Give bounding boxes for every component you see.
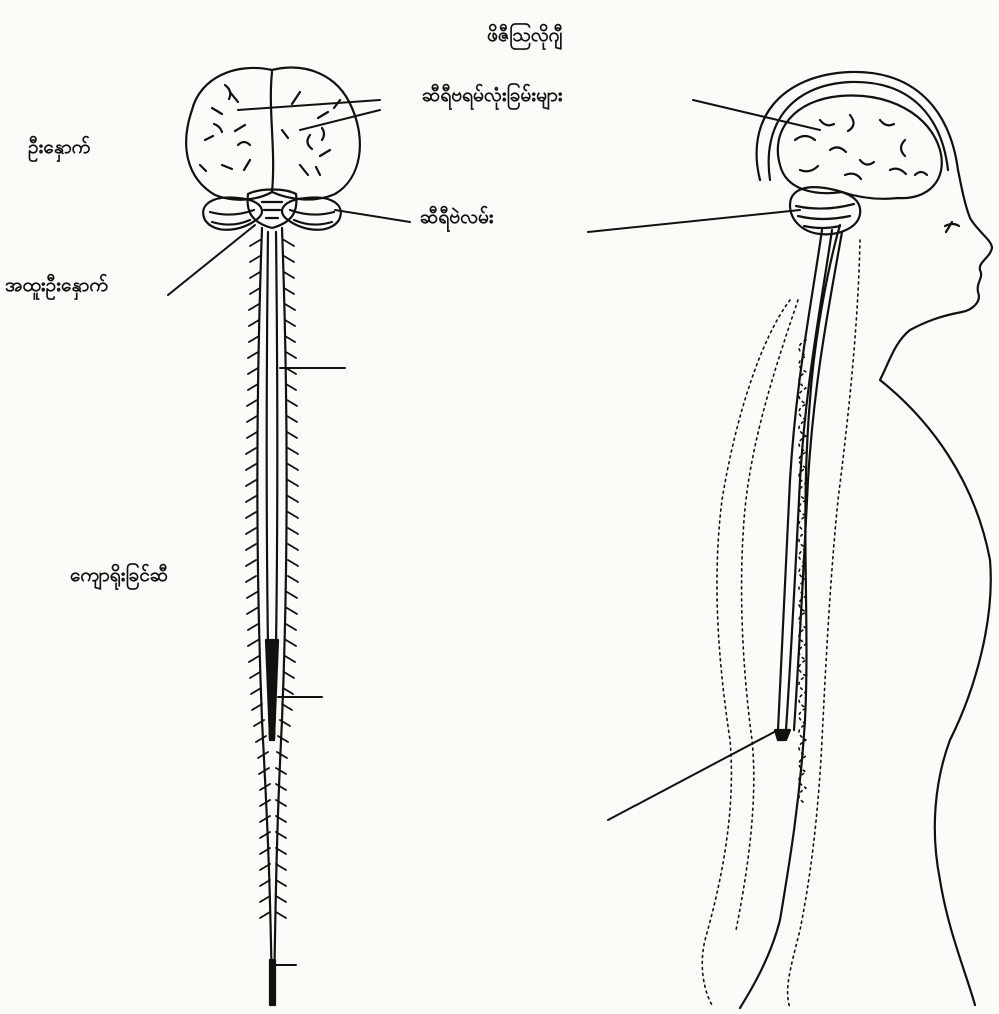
diagram-title: ဖိဇီဩလိုဂျီ	[487, 26, 562, 45]
label-brain: ဦးနှောက်	[28, 138, 90, 157]
side-brain	[778, 96, 942, 199]
leader-cerebral-front-b	[300, 110, 380, 130]
side-vertebral-column	[702, 240, 860, 1008]
leader-medulla	[168, 225, 255, 295]
label-cerebellum: ဆီရီဗဲလမ်း	[420, 208, 494, 227]
leader-cerebral-side	[693, 100, 820, 130]
label-spinal-cord: ကျောရိုးခြင်ဆီ	[70, 566, 168, 585]
leader-cerebellum-side	[588, 210, 800, 232]
front-spinal-cord	[257, 228, 286, 1005]
front-cerebellum	[203, 190, 341, 230]
leader-side-spinal	[608, 730, 778, 820]
label-medulla: အထူးဦးနှောက်	[5, 276, 108, 295]
label-cerebral-hemispheres: ဆီရီဗရမ်လုံးခြမ်းများ	[422, 86, 563, 105]
leader-cerebral-front-a	[238, 100, 380, 110]
front-spinal-nerves	[246, 240, 298, 918]
front-brain	[186, 68, 360, 200]
leader-cerebellum-front	[335, 210, 410, 222]
